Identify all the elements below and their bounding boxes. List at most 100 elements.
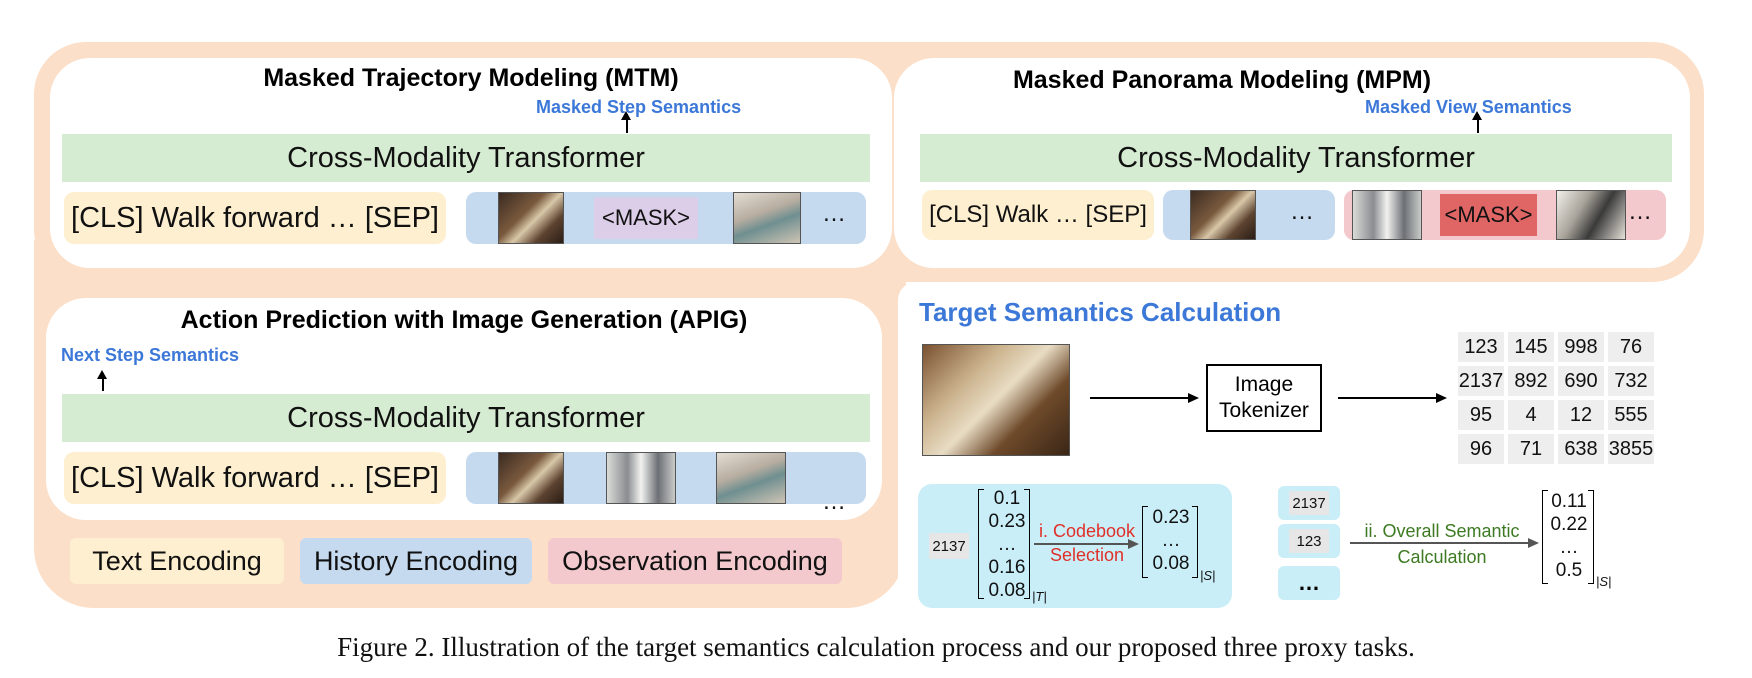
apig-view-thumbnail: [606, 452, 676, 504]
apig-title: Action Prediction with Image Generation …: [180, 306, 748, 334]
vector-bracket-right: [1024, 489, 1030, 599]
mpm-view-thumbnail: [1556, 190, 1626, 240]
grid-token-cell: 76: [1608, 332, 1654, 362]
vector-entry: 0.1: [993, 488, 1021, 509]
mpm-history-ellipsis: …: [1290, 198, 1314, 225]
apig-ellipsis: …: [822, 488, 846, 515]
vector-entry: …: [1161, 530, 1181, 551]
apig-transformer: Cross-Modality Transformer: [62, 394, 870, 442]
mpm-view-thumbnail: [1190, 190, 1256, 240]
image-tokenizer-box: Image Tokenizer: [1206, 364, 1322, 432]
token-stack-item: 123: [1278, 524, 1340, 558]
vector-bracket-left: [1542, 490, 1548, 584]
mpm-title: Masked Panorama Modeling (MPM): [1012, 66, 1432, 94]
grid-token-cell: 732: [1608, 366, 1654, 396]
vector-entry: 0.11: [1551, 491, 1587, 512]
codebook-selection-line1: i. Codebook: [1038, 521, 1136, 541]
vector-s2-size: |S|: [1596, 574, 1612, 589]
grid-token-cell: 638: [1558, 434, 1604, 464]
token-2137: 2137: [1289, 491, 1329, 515]
mtm-view-thumbnail: [498, 192, 564, 244]
mtm-arrow-line: [626, 114, 628, 133]
apig-view-thumbnail: [498, 452, 564, 504]
vector-bracket-left: [1142, 506, 1148, 578]
grid-token-cell: 96: [1458, 434, 1504, 464]
mtm-text-encoding: [CLS] Walk forward … [SEP]: [64, 192, 446, 244]
arrow-to-grid-head: [1436, 393, 1447, 403]
grid-token-cell: 892: [1508, 366, 1554, 396]
vector-entry: …: [1559, 537, 1579, 558]
mpm-arrow-head: [1472, 111, 1482, 120]
token-stack-ellipsis: …: [1278, 566, 1340, 600]
grid-token-cell: 12: [1558, 400, 1604, 430]
mpm-mask-token: <MASK>: [1440, 194, 1537, 236]
vector-entry: 0.08: [988, 580, 1026, 601]
grid-token-cell: 95: [1458, 400, 1504, 430]
vector-bracket-right: [1192, 506, 1198, 578]
overall-semantic-label: ii. Overall Semantic Calculation: [1352, 518, 1532, 570]
overall-arrow-head: [1528, 538, 1539, 548]
vector-bracket-right: [1588, 490, 1594, 584]
vector-entry: 0.23: [988, 511, 1026, 532]
grid-token-cell: 123: [1458, 332, 1504, 362]
apig-semantics-label: Next Step Semantics: [61, 345, 240, 365]
semantic-vector-s1: 0.23…0.08: [1146, 506, 1196, 575]
tokenizer-label-line2: Tokenizer: [1219, 399, 1309, 422]
selection-arrow-line: [1034, 543, 1130, 545]
vector-entry: 0.22: [1550, 514, 1588, 535]
apig-arrow-line: [102, 373, 104, 391]
overall-semantic-line1: ii. Overall Semantic: [1364, 521, 1520, 541]
grid-token-cell: 4: [1508, 400, 1554, 430]
arrow-to-tokenizer-line: [1090, 397, 1190, 399]
figure-caption: Figure 2. Illustration of the target sem…: [337, 632, 1415, 662]
legend-text-encoding: Text Encoding: [70, 538, 284, 584]
grid-token-cell: 145: [1508, 332, 1554, 362]
overall-arrow-line: [1350, 542, 1530, 544]
vector-entry: …: [997, 534, 1017, 555]
mtm-title: Masked Trajectory Modeling (MTM): [263, 64, 679, 92]
codebook-selection-label: i. Codebook Selection: [1034, 519, 1140, 567]
grid-token-cell: 998: [1558, 332, 1604, 362]
mtm-semantics-label: Masked Step Semantics: [536, 97, 742, 117]
mpm-view-thumbnail: [1352, 190, 1422, 240]
selection-arrow-head: [1128, 539, 1139, 549]
legend-history-encoding: History Encoding: [300, 538, 532, 584]
mpm-semantics-label: Masked View Semantics: [1365, 97, 1572, 117]
mpm-arrow-line: [1477, 114, 1479, 133]
mtm-transformer: Cross-Modality Transformer: [62, 134, 870, 182]
apig-text-encoding: [CLS] Walk forward … [SEP]: [64, 452, 446, 504]
mpm-observation-ellipsis: …: [1628, 198, 1652, 225]
tsc-title: Target Semantics Calculation: [919, 297, 1282, 327]
input-image: [922, 344, 1070, 456]
mtm-arrow-head: [621, 111, 631, 120]
mtm-ellipsis: …: [822, 200, 846, 227]
apig-view-thumbnail: [716, 452, 786, 504]
codebook-selection-line2: Selection: [1049, 545, 1125, 565]
token-123: 123: [1289, 529, 1329, 553]
grid-token-cell: 555: [1608, 400, 1654, 430]
overall-semantic-line2: Calculation: [1397, 547, 1487, 567]
vector-entry: 0.16: [988, 557, 1026, 578]
token-2137: 2137: [929, 533, 969, 559]
mpm-transformer: Cross-Modality Transformer: [920, 134, 1672, 182]
arrow-to-tokenizer-head: [1188, 393, 1199, 403]
grid-token-cell: 3855: [1608, 434, 1654, 464]
grid-token-cell: 71: [1508, 434, 1554, 464]
mpm-text-encoding: [CLS] Walk … [SEP]: [922, 190, 1154, 240]
vector-bracket-left: [978, 489, 984, 599]
vector-entry: 0.08: [1152, 553, 1190, 574]
grid-token-cell: 2137: [1458, 366, 1504, 396]
mtm-mask-token: <MASK>: [594, 197, 698, 239]
grid-token-cell: 690: [1558, 366, 1604, 396]
vector-entry: 0.23: [1152, 507, 1190, 528]
apig-arrow-head: [97, 370, 107, 379]
arrow-to-grid-line: [1338, 397, 1438, 399]
vector-t-size: |T|: [1032, 589, 1047, 604]
codebook-selection-box: [918, 484, 1232, 608]
vector-entry: 0.5: [1555, 560, 1583, 581]
tokenizer-label-line1: Image: [1234, 373, 1294, 396]
legend-observation-encoding: Observation Encoding: [548, 538, 842, 584]
